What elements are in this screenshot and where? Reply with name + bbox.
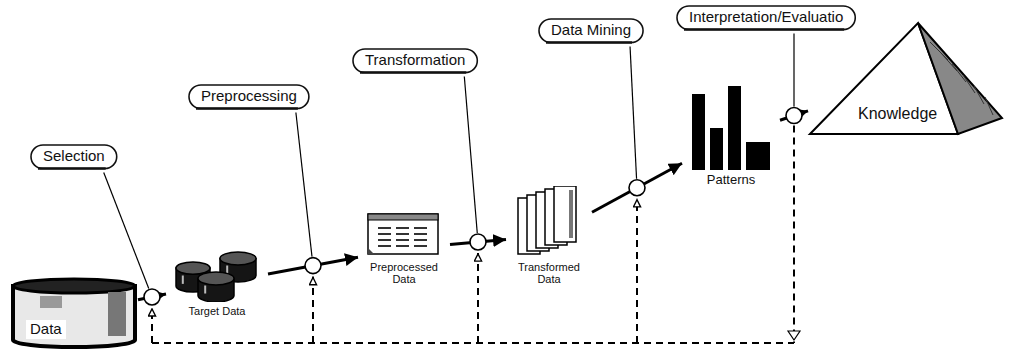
data-dots bbox=[378, 227, 391, 229]
data-sheet bbox=[554, 186, 576, 242]
cylinder-highlight bbox=[182, 276, 184, 284]
data-dots bbox=[396, 227, 409, 229]
icon bbox=[690, 86, 772, 170]
data-dots bbox=[378, 245, 391, 247]
step-label: Transformation bbox=[365, 52, 465, 69]
step-circle bbox=[786, 108, 802, 124]
sheet-stripe bbox=[569, 190, 573, 238]
cylinder-top bbox=[220, 252, 256, 265]
pattern-bar bbox=[728, 86, 741, 170]
bubble-outline bbox=[539, 19, 643, 43]
leader-line bbox=[104, 173, 149, 289]
pattern-bar bbox=[692, 94, 705, 170]
pyramid-hatch bbox=[963, 75, 975, 93]
bubble-shadow bbox=[360, 71, 466, 74]
cylinder-top bbox=[198, 272, 234, 285]
node-label: Target Data bbox=[189, 305, 246, 317]
data-dots bbox=[396, 233, 409, 235]
data-dots bbox=[414, 227, 427, 229]
connector-group bbox=[138, 111, 808, 300]
bubble-shadow bbox=[684, 28, 844, 31]
step-label: Preprocessing bbox=[201, 88, 297, 105]
data-dots bbox=[378, 233, 391, 235]
database-cylinder: Data bbox=[10, 276, 138, 350]
data-dots bbox=[378, 239, 391, 241]
pyramid-left-face bbox=[810, 23, 958, 134]
leader-line bbox=[296, 113, 312, 257]
feedback-arrow bbox=[477, 253, 479, 343]
step-circle bbox=[629, 180, 645, 196]
step-callout: Interpretation/Evaluatio bbox=[676, 5, 856, 31]
step-circle bbox=[305, 258, 321, 274]
pattern-bar bbox=[710, 128, 723, 170]
pattern-bar bbox=[746, 142, 770, 170]
feedback-funnel bbox=[788, 331, 800, 340]
pyramid-hatch bbox=[985, 97, 993, 115]
target-data-icon: Target Data bbox=[166, 250, 268, 317]
feedback-arrow bbox=[636, 199, 638, 343]
bubble-shadow bbox=[196, 107, 298, 110]
pyramid-hatch bbox=[974, 86, 984, 104]
pyramid-hatch bbox=[941, 53, 957, 71]
feedback-arrow bbox=[151, 308, 153, 343]
preprocessed-data-icon: Preprocessed Data bbox=[358, 212, 450, 285]
cylinder-shade bbox=[40, 296, 62, 308]
data-dots bbox=[414, 239, 427, 241]
node-label: Knowledge bbox=[854, 104, 941, 124]
cylinder-highlight bbox=[204, 286, 206, 294]
step-callout: Data Mining bbox=[538, 18, 644, 44]
leader-line bbox=[793, 34, 794, 107]
bubble-outline bbox=[677, 6, 855, 30]
bubble-shadow bbox=[546, 41, 632, 44]
bubble-outline bbox=[353, 49, 477, 73]
flow-arrow bbox=[592, 163, 682, 212]
icon bbox=[366, 212, 442, 258]
bubble-shadow bbox=[38, 167, 106, 170]
feedback-line bbox=[152, 342, 794, 344]
step-label: Data Mining bbox=[551, 22, 631, 39]
page-fold bbox=[368, 248, 374, 254]
cylinder-outline bbox=[10, 276, 138, 350]
leader-line bbox=[464, 77, 477, 233]
data-dots bbox=[414, 245, 427, 247]
patterns-icon: Patterns bbox=[682, 86, 780, 187]
pyramid-hatch bbox=[952, 64, 966, 82]
node-label: Data bbox=[26, 320, 66, 339]
bubble-outline bbox=[189, 85, 309, 109]
data-dots bbox=[396, 239, 409, 241]
step-label: Selection bbox=[43, 148, 105, 165]
node-label: Transformed Data bbox=[506, 261, 592, 285]
cylinder-highlight bbox=[226, 266, 228, 274]
feedback-arrow bbox=[312, 277, 314, 343]
cylinder-top bbox=[13, 279, 135, 293]
data-dots bbox=[414, 233, 427, 235]
flow-arrow bbox=[268, 257, 358, 274]
step-circle bbox=[470, 234, 486, 250]
bubble-outline bbox=[31, 145, 117, 169]
cylinder-top bbox=[176, 262, 210, 274]
leader-line bbox=[630, 47, 637, 179]
window-frame bbox=[368, 214, 438, 254]
data-dots bbox=[396, 245, 409, 247]
window-titlebar bbox=[368, 214, 438, 220]
cylinder-body bbox=[13, 286, 135, 347]
node-label: Preprocessed Data bbox=[358, 261, 450, 285]
node-label: Patterns bbox=[707, 173, 755, 187]
step-callout: Preprocessing bbox=[188, 84, 310, 110]
feedback-layer bbox=[104, 34, 800, 344]
step-callout: Selection bbox=[30, 144, 118, 170]
step-label: Interpretation/Evaluatio bbox=[689, 9, 843, 26]
step-callout: Transformation bbox=[352, 48, 478, 74]
cylinder-shade bbox=[108, 292, 126, 336]
feedback-line bbox=[793, 126, 795, 343]
icon bbox=[514, 186, 584, 258]
step-circle bbox=[144, 289, 160, 305]
knowledge-pyramid: Knowledge bbox=[808, 20, 1004, 136]
icon bbox=[174, 250, 260, 302]
transformed-data-icon: Transformed Data bbox=[506, 186, 592, 285]
